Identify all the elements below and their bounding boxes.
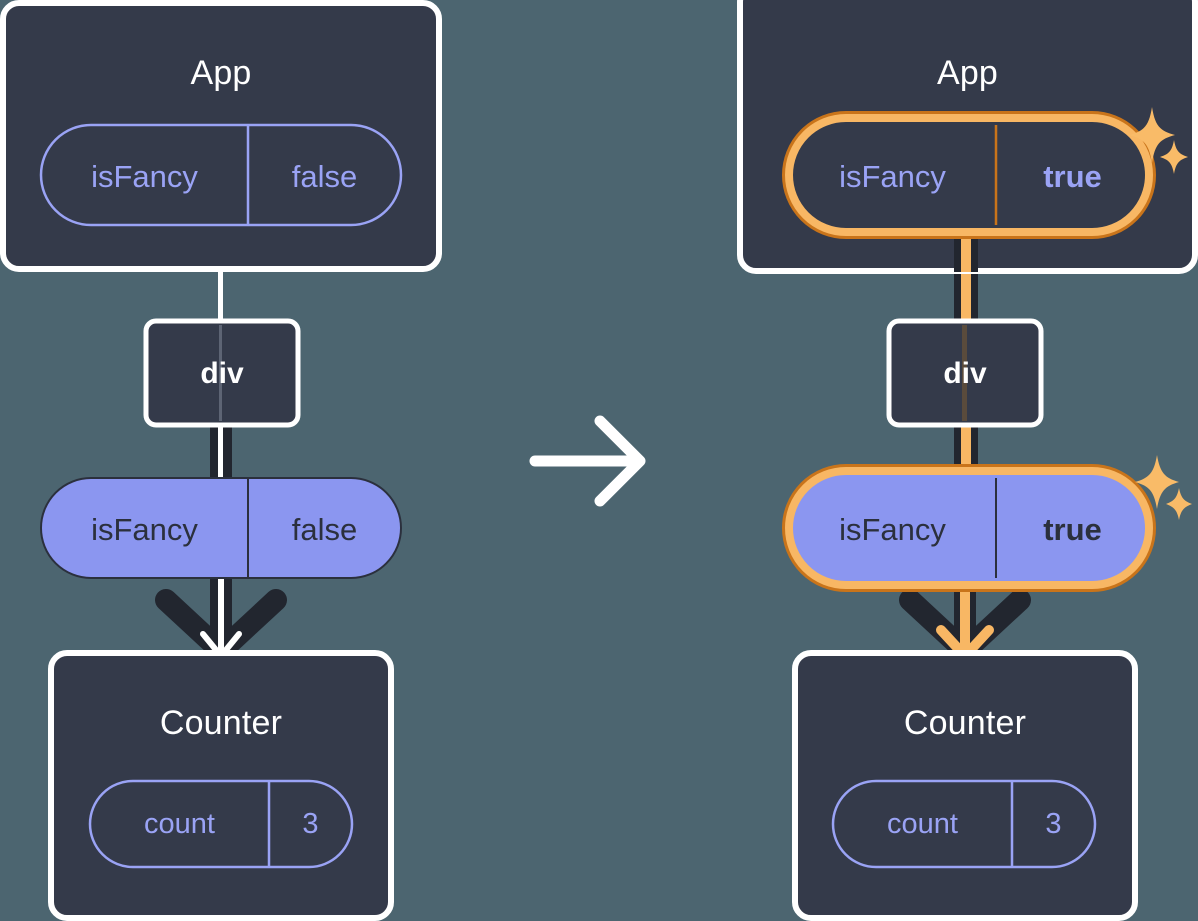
left-div-wire-showthrough [219, 325, 222, 421]
right-app-title: App [936, 54, 999, 92]
left-app-pill [39, 123, 403, 227]
left-counter-pill [88, 779, 354, 869]
left-prop-pill [40, 477, 402, 579]
right-counter-pill-key: count [887, 808, 958, 840]
right-app-pill-value: true [1043, 159, 1102, 194]
right-app-pill-ring-inner [785, 114, 1153, 236]
right-prop-pill-ring-inner [785, 467, 1153, 589]
right-counter-pill [831, 779, 1097, 869]
right-counter-pill-value: 3 [1045, 808, 1062, 840]
sparkle-icon-app [1129, 107, 1188, 174]
right-wire-app-to-div-core [961, 230, 971, 330]
left-wire-app-to-div [218, 268, 223, 324]
left-counter-box [48, 650, 394, 921]
transition-arrow-icon [529, 415, 646, 507]
left-app-title: App [190, 54, 252, 92]
left-counter-pill-key: count [144, 808, 215, 840]
left-counter-pill-value: 3 [302, 808, 319, 840]
left-counter-title: Counter [159, 704, 283, 742]
right-wire-div-to-pill-core [961, 410, 971, 510]
left-prop-pill-value: false [291, 512, 358, 547]
right-div-wire-showthrough [962, 325, 967, 421]
left-prop-pill-key: isFancy [91, 512, 198, 547]
left-div-label: div [200, 357, 244, 390]
left-wire-div-to-pill-core [218, 410, 223, 510]
right-prop-pill-value: true [1043, 512, 1102, 547]
left-app-pill-key: isFancy [91, 159, 198, 194]
left-app-pill-value: false [291, 159, 358, 194]
right-div-label: div [943, 357, 987, 390]
left-app-box [0, 0, 442, 272]
sparkle-icon-prop [1135, 455, 1192, 520]
right-counter-box [792, 650, 1138, 921]
right-prop-pill-key: isFancy [839, 512, 946, 547]
right-counter-title: Counter [903, 704, 1027, 742]
right-wire-inside-app-core [961, 222, 971, 272]
right-app-pill-key: isFancy [839, 159, 946, 194]
